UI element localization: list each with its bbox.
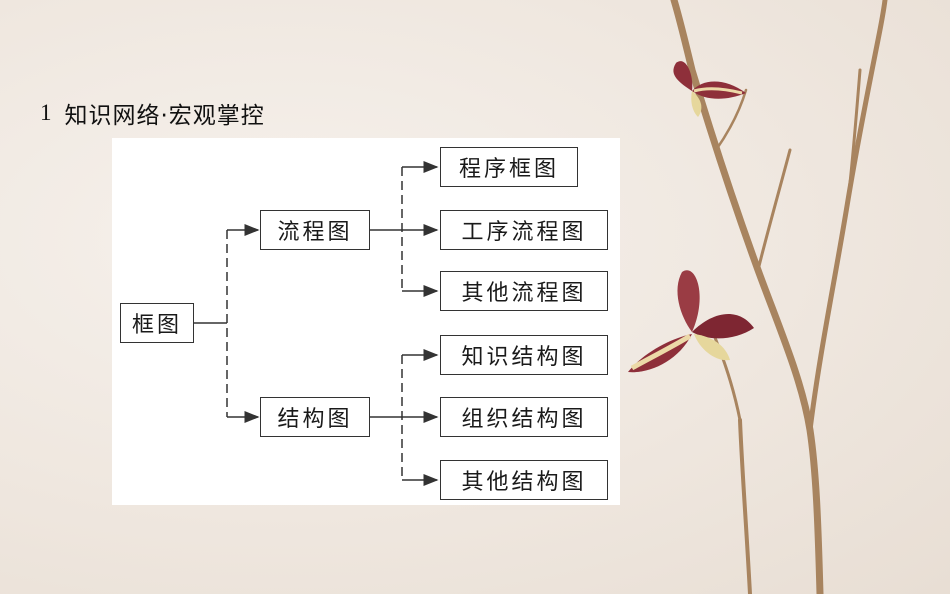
section-number: 1 [40,100,53,125]
leaf-node: 知识结构图 [440,335,608,375]
leaf-node: 程序框图 [440,147,578,187]
leaf-node: 工序流程图 [440,210,608,250]
branch-icon [670,0,888,594]
root-node: 框图 [120,303,194,343]
leaf-node: 其他流程图 [440,271,608,311]
section-title: 知识网络·宏观掌控 [64,103,265,129]
connector-lines [194,161,439,486]
branch-node-flowchart: 流程图 [260,210,370,250]
butterfly-icon [628,270,754,373]
leaf-node: 其他结构图 [440,460,608,500]
branch-node-structure: 结构图 [260,397,370,437]
leaf-node: 组织结构图 [440,397,608,437]
diagram-panel: 框图 流程图 结构图 程序框图 工序流程图 其他流程图 知识结构图 组织结构图 … [112,138,620,505]
section-heading: 1 知识网络·宏观掌控 [40,97,265,129]
butterfly-icon [673,61,746,117]
